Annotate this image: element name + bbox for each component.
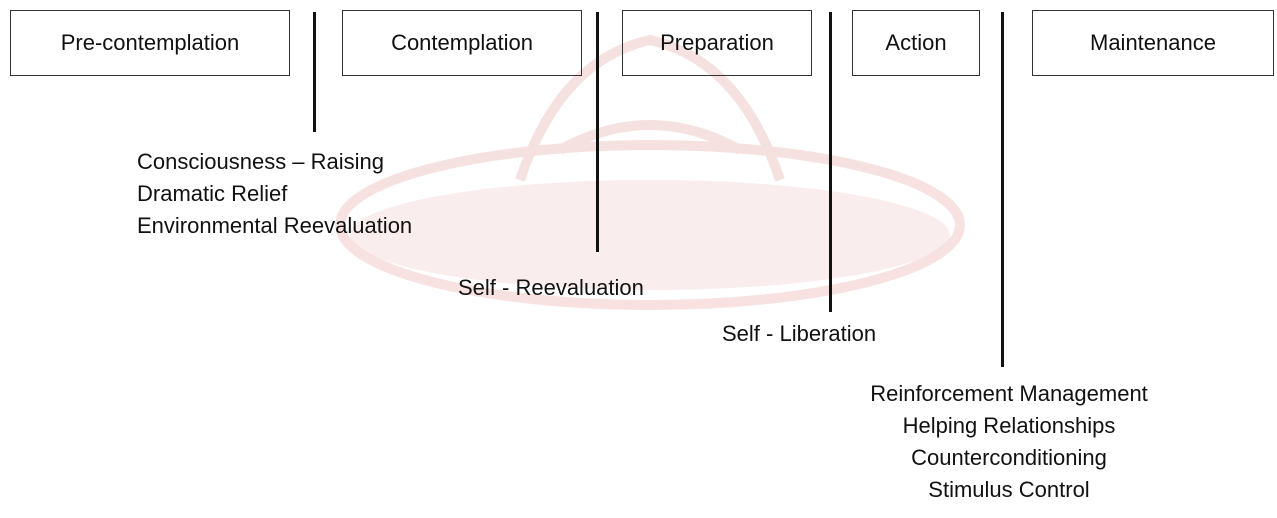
stage-box-preparation: Preparation bbox=[622, 10, 812, 76]
stage-label: Maintenance bbox=[1090, 30, 1216, 55]
process-label: Helping Relationships bbox=[902, 413, 1116, 438]
process-label: Self - Liberation bbox=[722, 321, 877, 346]
process-group-action-maintenance: Reinforcement Management Helping Relatio… bbox=[820, 378, 1198, 506]
stage-box-contemplation: Contemplation bbox=[342, 10, 582, 76]
stage-divider-line bbox=[313, 12, 316, 132]
stage-box-precontemplation: Pre-contemplation bbox=[10, 10, 290, 76]
process-label: Reinforcement Management bbox=[870, 381, 1148, 406]
process-label: Consciousness – Raising bbox=[137, 149, 385, 174]
stage-label: Preparation bbox=[660, 30, 774, 55]
stage-divider-line bbox=[829, 12, 832, 312]
process-group-precontemplation-contemplation: Consciousness – Raising Dramatic Relief … bbox=[137, 146, 412, 242]
stage-label: Contemplation bbox=[391, 30, 533, 55]
process-label: Counterconditioning bbox=[911, 445, 1107, 470]
stage-box-maintenance: Maintenance bbox=[1032, 10, 1274, 76]
stage-label: Action bbox=[885, 30, 947, 55]
process-label: Dramatic Relief bbox=[137, 181, 288, 206]
stage-divider-line bbox=[1001, 12, 1004, 367]
process-label: Environmental Reevaluation bbox=[137, 213, 413, 238]
process-label: Self - Reevaluation bbox=[458, 275, 644, 300]
stage-box-action: Action bbox=[852, 10, 980, 76]
process-group-preparation-action: Self - Liberation bbox=[722, 318, 876, 350]
process-group-contemplation-preparation: Self - Reevaluation bbox=[458, 272, 644, 304]
stage-label: Pre-contemplation bbox=[60, 30, 240, 55]
process-label: Stimulus Control bbox=[928, 477, 1090, 502]
stage-divider-line bbox=[596, 12, 599, 252]
